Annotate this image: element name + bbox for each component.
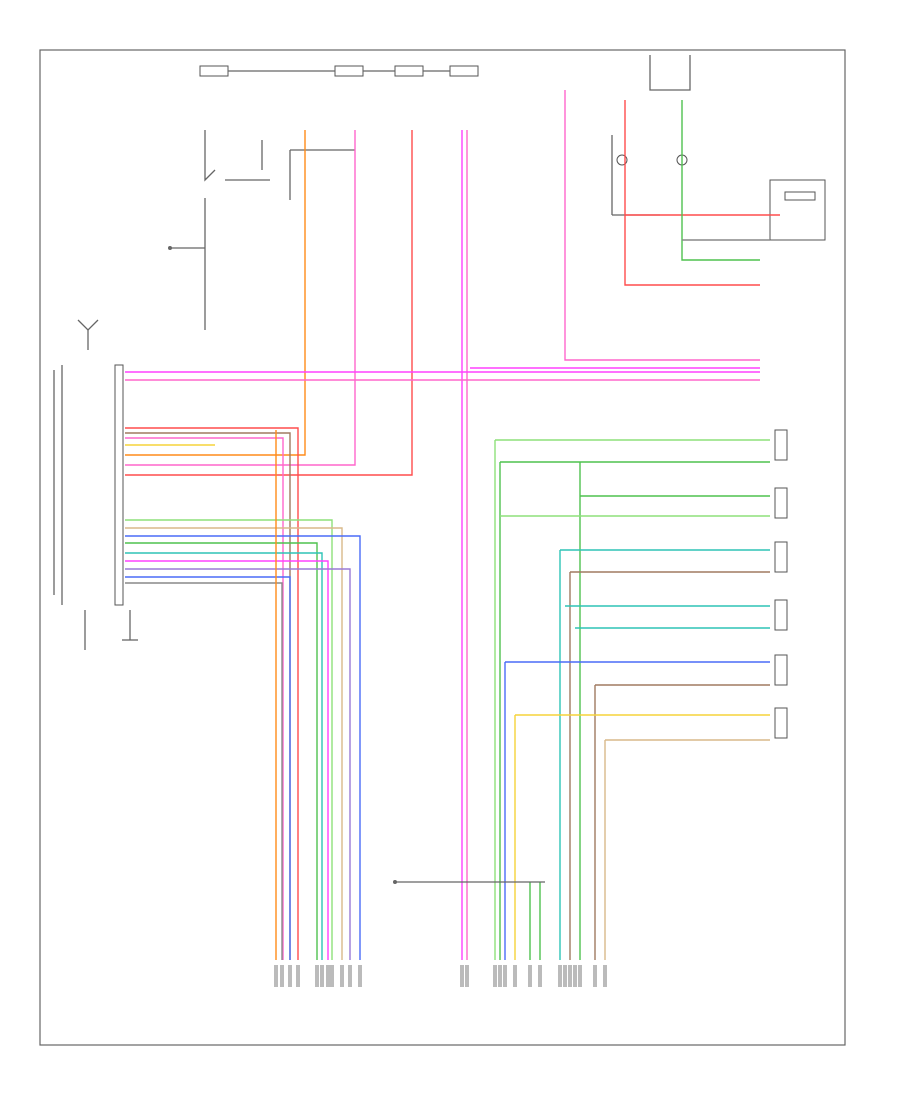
terminal-mark-14 [493,965,497,987]
terminal-mark-2 [280,965,284,987]
bottom-left-symbols [84,610,138,650]
speaker-1 [774,429,788,461]
terminal-mark-24 [578,965,582,987]
terminal-mark-20 [558,965,562,987]
wire-blue-25 [125,576,291,960]
fuse-block-3 [394,65,424,77]
terminal-mark-3 [288,965,292,987]
terminal-mark-12 [460,965,464,987]
terminal-mark-10 [348,965,352,987]
radio-connector-block [114,364,124,606]
wires [125,90,780,960]
right-component-box [769,179,826,241]
terminal-mark-19 [538,965,542,987]
terminal-mark-15 [498,965,502,987]
wire-pink-16 [125,437,284,960]
wire-red-10 [624,100,760,286]
wire-red-14 [125,427,299,960]
terminal-mark-1 [274,965,278,987]
wire-green-12 [681,100,760,261]
wire-teal-22 [125,552,323,960]
speaker-3 [774,541,788,573]
wire-light_green-28 [494,439,770,960]
wire-light_green-18 [125,519,333,960]
wire-orange-1 [125,130,306,456]
ground-junction [393,880,545,884]
terminal-mark-6 [320,965,324,987]
speakers [774,429,788,739]
wire-pink-2 [125,130,356,466]
fuse-block-4 [449,65,479,77]
diagram-frame [39,49,846,1046]
bottom-connector-marks [274,965,607,987]
speaker-2 [774,487,788,519]
wire-purple-24 [125,568,351,960]
terminal-mark-11 [358,965,362,987]
top-fuse-blocks [199,65,479,77]
speaker-5 [774,654,788,686]
radio-connector [53,319,124,606]
left-switch-area [168,130,355,330]
wire-gray-26 [125,582,283,960]
wire-red-3 [125,130,413,476]
terminal-mark-17 [513,965,517,987]
wire-magenta-23 [125,560,329,960]
speaker-4 [774,599,788,631]
terminal-mark-22 [568,965,572,987]
terminal-mark-25 [593,965,597,987]
terminal-mark-18 [528,965,532,987]
terminal-mark-23 [573,965,577,987]
right-top-components [611,55,826,241]
terminal-mark-5 [315,965,319,987]
wire-brown-15 [125,432,291,960]
terminal-mark-13 [465,965,469,987]
terminal-mark-26 [603,965,607,987]
terminal-mark-16 [503,965,507,987]
wire-pink-6 [564,90,760,361]
fuse-block-1 [199,65,229,77]
wire-green-21 [125,542,318,960]
wire-tan-19 [125,527,343,960]
terminal-mark-9 [340,965,344,987]
terminal-mark-21 [563,965,567,987]
terminal-mark-7 [326,965,330,987]
wire-blue-20 [125,535,361,960]
terminal-mark-8 [330,965,334,987]
fuse-block-2 [334,65,364,77]
terminal-mark-4 [296,965,300,987]
speaker-6 [774,707,788,739]
